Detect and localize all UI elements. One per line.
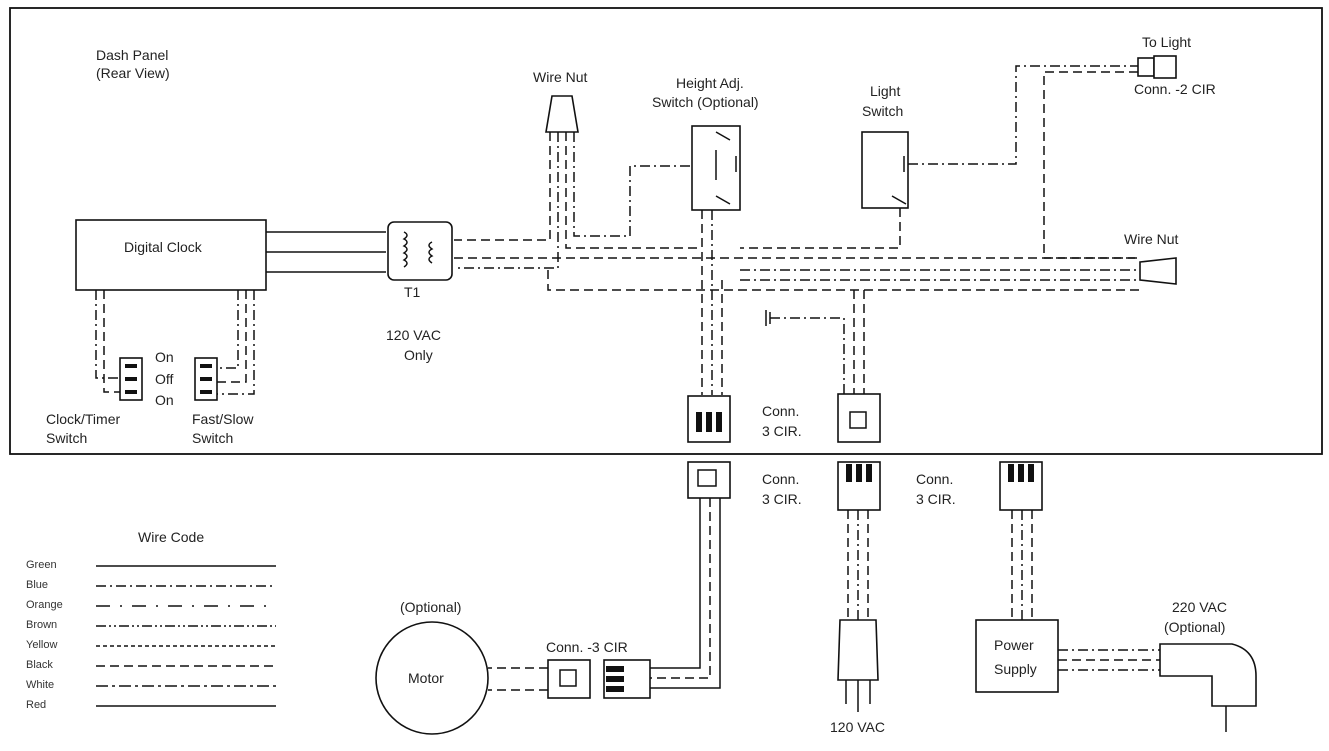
clock-timer-label-2: Switch	[46, 430, 87, 446]
clock-timer-label-1: Clock/Timer	[46, 411, 120, 427]
rear-view-label: (Rear View)	[96, 65, 170, 81]
legend-green-label: Green	[26, 559, 57, 571]
legend-orange-label: Orange	[26, 599, 63, 611]
height-adj-label-1: Height Adj.	[676, 75, 744, 91]
on-label-top: On	[155, 349, 174, 365]
120-vac-only-label-1: 120 VAC	[386, 327, 441, 343]
power-supply-label-2: Supply	[994, 661, 1037, 677]
optional-motor-label: (Optional)	[400, 599, 461, 615]
light-switch	[861, 131, 909, 209]
outer-connector-120vac	[837, 461, 881, 511]
clock-switch-wires	[95, 290, 255, 395]
conn3-right-label-1: Conn.	[916, 471, 953, 487]
light-switch-wires	[740, 65, 1140, 249]
power-supply-label-1: Power	[994, 637, 1034, 653]
clock-to-transformer-wires	[266, 231, 386, 273]
dash-panel-label: Dash Panel	[96, 47, 168, 63]
t1-label: T1	[404, 284, 421, 300]
off-label: Off	[155, 371, 174, 387]
conn-motor-label: Conn. -3 CIR	[546, 639, 628, 655]
legend-red-label: Red	[26, 699, 46, 711]
inner-connector-right	[837, 393, 881, 443]
wire-code-title: Wire Code	[138, 529, 204, 545]
digital-clock: Digital Clock	[75, 219, 267, 291]
ground-symbol	[765, 310, 845, 394]
legend-yellow-label: Yellow	[26, 639, 57, 651]
wire-nut-right	[1139, 257, 1177, 285]
power-supply: Power Supply	[975, 619, 1059, 693]
main-bus-wires	[454, 257, 1140, 281]
fast-slow-label-1: Fast/Slow	[192, 411, 254, 427]
wire-nut-top	[545, 95, 579, 133]
fast-slow-switch	[194, 357, 218, 401]
transformer-t1: T1	[387, 221, 453, 300]
ground-conn-wires	[853, 290, 865, 394]
height-adj-wires	[701, 210, 723, 395]
to-light-connector	[1137, 55, 1177, 79]
motor-connector	[547, 659, 651, 699]
legend-white-label: White	[26, 679, 54, 691]
height-adj-label-2: Switch (Optional)	[652, 94, 759, 110]
conn-2cir-label: Conn. -2 CIR	[1134, 81, 1216, 97]
220-vac-label-1: 220 VAC	[1172, 599, 1227, 615]
wire-code-legend: Green Blue Orange Brown Yellow Black Whi…	[26, 559, 276, 711]
height-adj-switch	[691, 125, 741, 211]
power-supply-output-wires	[1058, 649, 1160, 671]
legend-brown-label: Brown	[26, 619, 57, 631]
120vac-cord	[847, 510, 869, 620]
outer-connector-motor	[687, 461, 731, 499]
to-light-label: To Light	[1142, 34, 1191, 50]
digital-clock-label: Digital Clock	[124, 239, 203, 255]
motor: Motor	[375, 621, 489, 735]
outer-connector-power	[999, 461, 1043, 511]
conn3-inner-label-2: 3 CIR.	[762, 423, 802, 439]
wire-nut-top-wires	[454, 132, 1140, 291]
legend-black-label: Black	[26, 659, 53, 671]
light-switch-label-2: Switch	[862, 103, 903, 119]
wire-nut-right-label: Wire Nut	[1124, 231, 1179, 247]
conn3-left-label-1: Conn.	[762, 471, 799, 487]
wire-nut-top-label: Wire Nut	[533, 69, 588, 85]
conn3-right-label-2: 3 CIR.	[916, 491, 956, 507]
120vac-plug	[837, 619, 879, 712]
conn3-inner-label-1: Conn.	[762, 403, 799, 419]
120-vac-label: 120 VAC	[830, 719, 885, 735]
on-label-bottom: On	[155, 392, 174, 408]
fast-slow-label-2: Switch	[192, 430, 233, 446]
220vac-plug	[1159, 643, 1257, 732]
120-vac-only-label-2: Only	[404, 347, 433, 363]
power-supply-cord	[1011, 510, 1033, 620]
conn3-left-label-2: 3 CIR.	[762, 491, 802, 507]
motor-run-wires	[488, 498, 721, 691]
inner-connector-left	[687, 395, 731, 443]
light-switch-label-1: Light	[870, 83, 900, 99]
dash-panel-border	[9, 7, 1323, 455]
220-vac-label-2: (Optional)	[1164, 619, 1225, 635]
clock-timer-switch	[119, 357, 143, 401]
motor-label: Motor	[408, 670, 444, 686]
legend-blue-label: Blue	[26, 579, 48, 591]
